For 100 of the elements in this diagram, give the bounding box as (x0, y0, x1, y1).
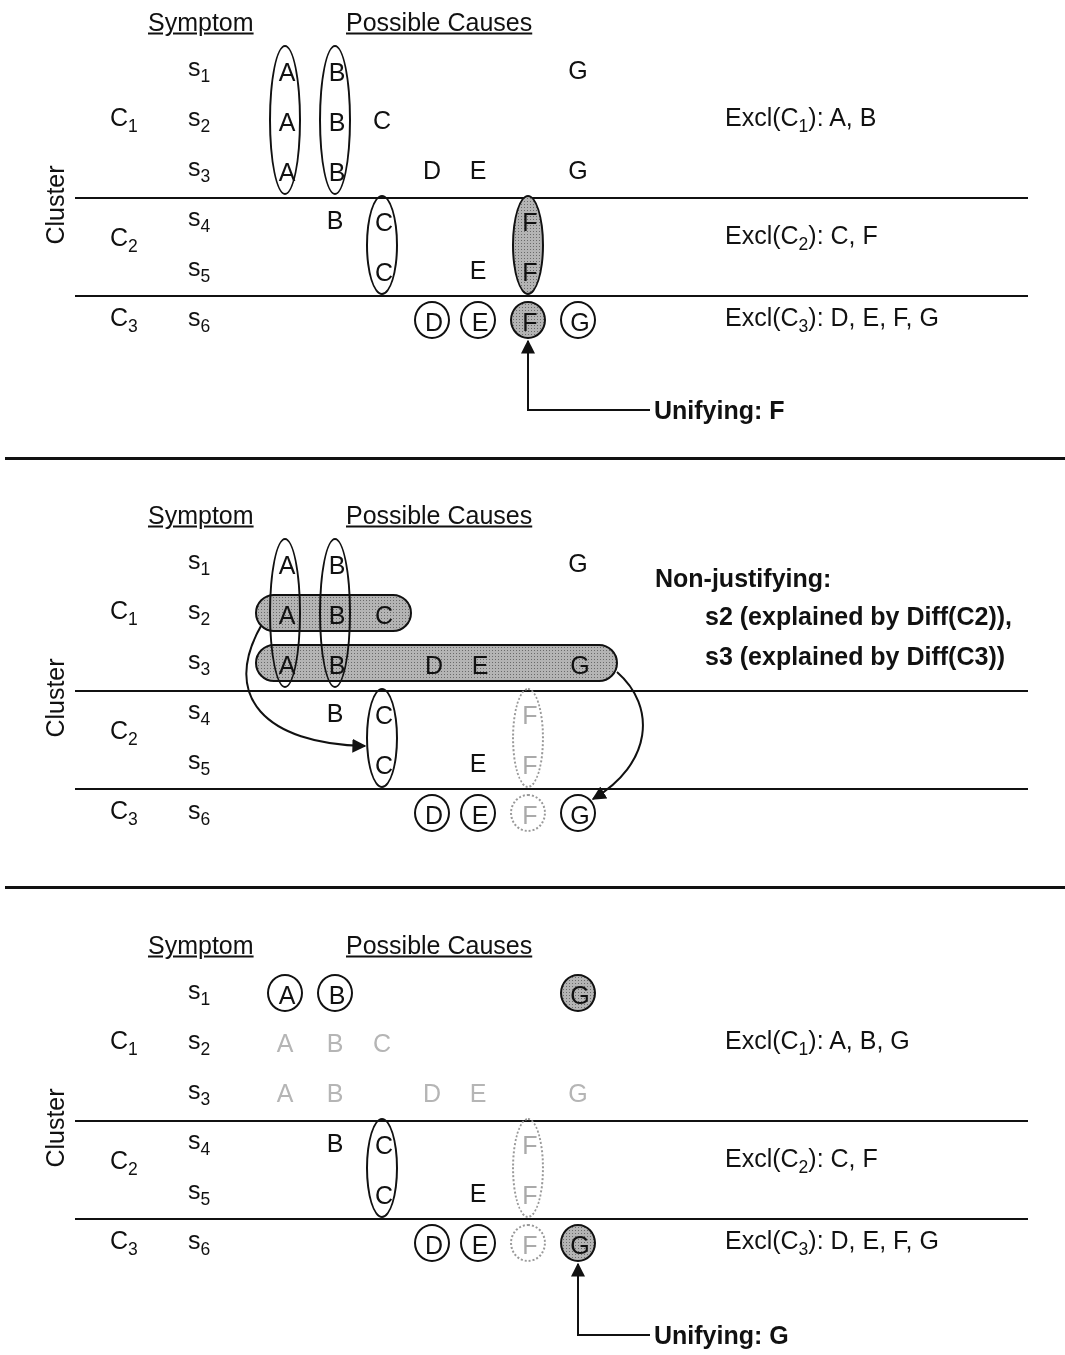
symptom-label: s$_{3}$ (188, 1077, 211, 1109)
symptom-label: s$_{3}$ (188, 154, 211, 186)
cause-letter: B (328, 159, 346, 185)
symptom-label: s$_{6}$ (188, 797, 211, 829)
cause-letter: G (568, 57, 588, 83)
cause-circle (510, 794, 546, 832)
annotation-text: s3 (explained by Diff(C3)) (705, 643, 1006, 668)
cause-letter: F (522, 309, 538, 335)
cause-letter: E (469, 750, 487, 776)
cause-circle (460, 301, 496, 339)
cluster-label: C$_{2}$ (110, 717, 138, 749)
cause-circle (560, 1224, 596, 1262)
cluster-label: C$_{1}$ (110, 1027, 138, 1059)
cause-letter: B (326, 1130, 344, 1156)
cluster-label: C$_{2}$ (110, 224, 138, 256)
cause-circle (414, 794, 450, 832)
column-heading: Possible Causes (346, 9, 533, 35)
cause-letter: G (568, 1080, 588, 1106)
cause-letter: A (278, 552, 296, 578)
exclusion-note: Excl(C$_{1}$): A, B, G (725, 1027, 910, 1059)
cause-ellipse (512, 688, 544, 788)
cause-circle (560, 794, 596, 832)
cause-letter: D (424, 652, 444, 678)
cause-circle (460, 1224, 496, 1262)
exclusion-note: Excl(C$_{3}$): D, E, F, G (725, 304, 939, 336)
cause-letter: A (278, 59, 296, 85)
cause-letter: E (471, 802, 489, 828)
cause-circle (414, 1224, 450, 1262)
cause-letter: B (328, 982, 346, 1008)
cause-letter: C (374, 1132, 394, 1158)
cause-ellipse (366, 688, 398, 788)
cause-letter: E (469, 1180, 487, 1206)
cause-letter: A (278, 109, 296, 135)
cause-ellipse (366, 195, 398, 295)
cause-letter: G (568, 550, 588, 576)
cause-letter: A (278, 652, 296, 678)
cause-letter: C (374, 752, 394, 778)
cluster-label: C$_{1}$ (110, 104, 138, 136)
cause-letter: D (424, 309, 444, 335)
cause-ellipse (269, 45, 301, 195)
cause-letter: E (469, 1080, 487, 1106)
symptom-label: s$_{1}$ (188, 54, 211, 86)
cause-letter: F (522, 1182, 538, 1208)
cause-circle (560, 974, 596, 1012)
column-heading: Symptom (148, 9, 254, 35)
cause-letter: A (276, 1080, 294, 1106)
cause-letter: B (326, 700, 344, 726)
symptom-label: s$_{3}$ (188, 647, 211, 679)
cluster-label: C$_{3}$ (110, 1227, 138, 1259)
cluster-label: C$_{3}$ (110, 304, 138, 336)
cause-letter: G (570, 652, 590, 678)
column-heading: Symptom (148, 502, 254, 528)
cause-letter: D (422, 1080, 442, 1106)
cause-letter: F (522, 259, 538, 285)
leader-arrow (521, 339, 651, 411)
cause-letter: B (326, 207, 344, 233)
cause-letter: D (424, 1232, 444, 1258)
cause-letter: B (328, 602, 346, 628)
cause-letter: A (278, 982, 296, 1008)
cause-letter: G (570, 982, 590, 1008)
cause-letter: D (424, 802, 444, 828)
cause-ellipse (319, 45, 351, 195)
annotation-text: s2 (explained by Diff(C2)), (705, 603, 1012, 628)
cause-letter: C (374, 209, 394, 235)
cause-letter: G (568, 157, 588, 183)
cause-letter: F (522, 702, 538, 728)
cause-letter: G (570, 1232, 590, 1258)
cause-letter: E (471, 1232, 489, 1258)
cluster-label: C$_{1}$ (110, 597, 138, 629)
annotation-text: Non-justifying: (655, 565, 832, 591)
cause-letter: G (570, 802, 590, 828)
cause-circle (510, 1224, 546, 1262)
cause-circle (560, 301, 596, 339)
cause-ellipse (366, 1118, 398, 1218)
exclusion-note: Excl(C$_{3}$): D, E, F, G (725, 1227, 939, 1259)
column-heading: Possible Causes (346, 502, 533, 528)
cause-letter: G (570, 309, 590, 335)
cause-letter: C (374, 1182, 394, 1208)
column-heading: Symptom (148, 932, 254, 958)
symptom-label: s$_{2}$ (188, 104, 211, 136)
symptom-label: s$_{4}$ (188, 1127, 211, 1159)
symptom-label: s$_{1}$ (188, 547, 211, 579)
cause-bar (255, 644, 618, 682)
symptom-label: s$_{4}$ (188, 204, 211, 236)
cause-ellipse (512, 195, 544, 295)
cluster-label: C$_{3}$ (110, 797, 138, 829)
cause-bar (255, 594, 412, 632)
symptom-label: s$_{5}$ (188, 254, 211, 286)
symptom-label: s$_{5}$ (188, 1177, 211, 1209)
cause-circle (267, 974, 303, 1012)
cause-letter: A (278, 159, 296, 185)
cause-letter: B (326, 1030, 344, 1056)
cause-letter: B (328, 59, 346, 85)
cause-letter: B (326, 1080, 344, 1106)
cause-letter: C (374, 602, 394, 628)
cause-letter: B (328, 552, 346, 578)
cause-letter: C (372, 1030, 392, 1056)
cause-letter: A (278, 602, 296, 628)
symptom-label: s$_{4}$ (188, 697, 211, 729)
cluster-label: C$_{2}$ (110, 1147, 138, 1179)
